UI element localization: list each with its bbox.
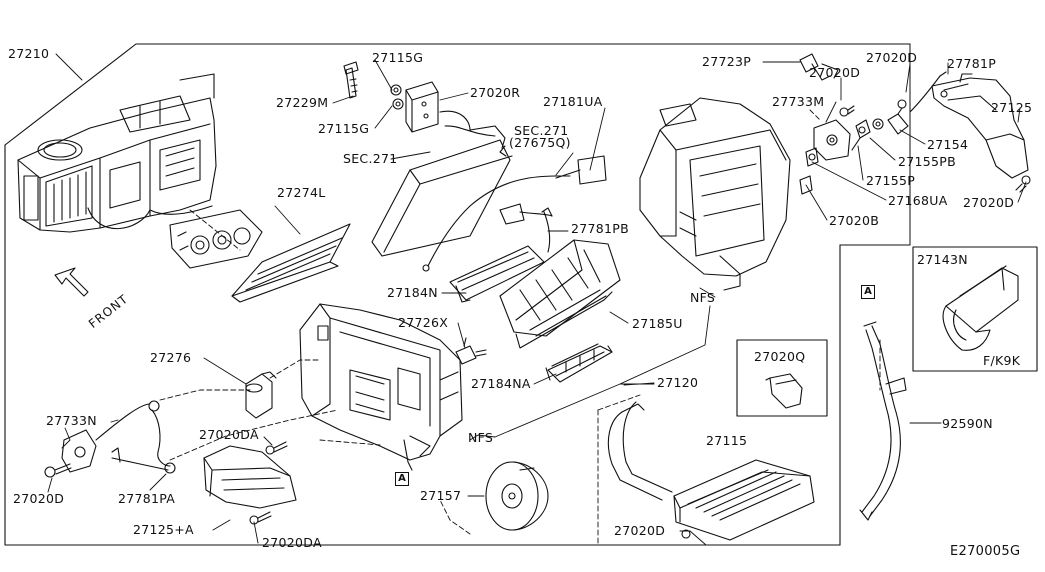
vent-assembly-27185u [500,240,620,348]
label-27020q: 27020Q [754,349,806,364]
label-27157: 27157 [420,488,462,503]
hvac-assembly-27210 [18,74,216,232]
nfs-label-lower: NFS [468,430,494,445]
evaporator-sec271 [372,140,512,256]
label-27125a: 27125+A [133,522,194,537]
label-27020d-bottom: 27020D [614,523,666,538]
hose-92590n [860,322,906,520]
screw-27020da-bot [250,512,271,524]
label-27020d-top2: 27020D [866,50,918,65]
label-27115: 27115 [706,433,748,448]
label-27181ua: 27181UA [543,94,603,109]
screw-27020da-mid [266,442,287,454]
harness-27781p [910,72,946,112]
label-27155pb: 27155PB [898,154,956,169]
motor-27276 [246,372,276,418]
harness-27781pb [542,208,552,252]
label-27155p: 27155P [866,173,916,188]
part-27143n [943,266,1018,350]
label-inset-code: F/K9K [983,353,1021,368]
grommet-27115g [391,85,403,109]
label-sec271-b: SEC.271 [514,123,569,138]
screw-27020d-top2 [898,100,906,108]
label-27020d-left: 27020D [13,491,65,506]
clip-27020b [800,176,812,194]
label-27184na: 27184NA [471,376,531,391]
inset-box-27143n [913,247,1037,371]
label-27020d-right: 27020D [963,195,1015,210]
label-27210: 27210 [8,46,50,61]
sensor-wire-27181ua [423,156,606,271]
ref-box-a-hose: A [861,285,875,299]
label-27229m: 27229M [276,95,329,110]
label-27020da-mid: 27020DA [199,427,259,442]
label-27726x: 27726X [398,315,449,330]
label-27276: 27276 [150,350,192,365]
label-27781p: 27781P [947,56,997,71]
damper-27184na [546,344,612,382]
dashed-guides [160,110,880,545]
label-27020r: 27020R [470,85,521,100]
label-27154: 27154 [927,137,969,152]
label-27020da-bot: 27020DA [262,535,322,550]
bolt-27229m [344,62,358,98]
blower-motor-27157 [486,462,548,530]
diagram-code: E270005G [950,544,1021,559]
harness-27781pa [112,410,175,473]
label-27143n: 27143N [917,252,968,267]
screw-27020d-right [1016,176,1030,192]
bushing-27155pb [873,119,883,129]
front-arrow-icon [55,268,88,296]
frame-27184n [450,246,544,302]
heater-unit-27120 [300,304,462,470]
inset-box-27020q [737,340,827,416]
label-27185u: 27185U [632,316,683,331]
label-27115g-bot: 27115G [318,121,370,136]
label-27115g-top: 27115G [372,50,424,65]
actuator-27733n [62,401,159,472]
part-27154 [888,108,908,134]
label-27733n: 27733N [46,413,97,428]
label-27120: 27120 [657,375,699,390]
lever-27155p [852,120,870,150]
screw-27020d-top [840,106,854,116]
actuator-27733m [814,120,850,160]
label-27781pb: 27781PB [571,221,629,236]
label-92590n: 92590N [942,416,993,431]
label-27125: 27125 [991,100,1033,115]
label-27675q: (27675Q) [509,135,571,150]
label-27184n: 27184N [387,285,438,300]
resistor-27020r [406,82,505,148]
label-27274l: 27274L [277,185,326,200]
sensor-27726x [456,338,486,364]
nfs-label-upper: NFS [690,290,716,305]
label-27020d-top: 27020D [809,65,861,80]
clip-27020q [766,374,802,408]
duct-27125 [932,74,1028,178]
label-27168ua: 27168UA [888,193,948,208]
nfs-leaders [470,306,710,440]
duct-27125a [204,446,296,508]
heater-core-27115 [608,402,814,540]
label-27020b: 27020B [829,213,880,228]
label-27781pa: 27781PA [118,491,176,506]
diagram-frame [5,44,910,545]
control-panel [170,210,262,268]
ref-box-a-unit: A [395,472,409,486]
screw-27020d-left [45,464,71,477]
label-sec271-a: SEC.271 [343,151,398,166]
label-27733m: 27733M [772,94,825,109]
part-27168ua [806,148,818,166]
hvac-case-upper [640,98,790,290]
sensor-27723p [800,54,838,80]
filter-27274l [232,224,350,302]
label-27723p: 27723P [702,54,752,69]
